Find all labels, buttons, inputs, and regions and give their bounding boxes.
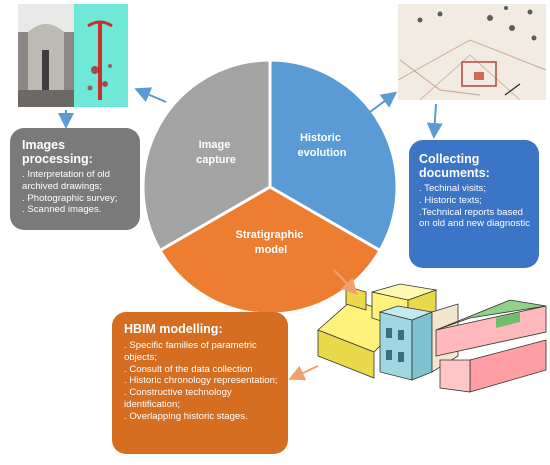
images-processing-box: Images processing: . Interpretation of o…: [10, 128, 140, 230]
hbim-modelling-box: HBIM modelling: . Specific families of p…: [112, 312, 288, 454]
list-item: . Constructive technology identification…: [124, 387, 232, 410]
images-processing-title: Images processing:: [22, 138, 93, 166]
segment-historic-evolution: [268, 58, 399, 253]
label-historic-evolution: Historic evolution: [298, 132, 347, 159]
list-item: . Scanned images.: [22, 204, 102, 216]
images-processing-list: . Interpretation of old archived drawing…: [22, 169, 132, 216]
list-item: . Consult of the data collection: [124, 363, 253, 375]
label-stratigraphic-model: Stratigraphic model: [236, 229, 307, 256]
hbim-modelling-title: HBIM modelling:: [124, 322, 223, 336]
list-item: .Technical reports based on old and new …: [419, 206, 530, 230]
list-item: . Interpretation of old archived drawing…: [22, 169, 110, 192]
photo-historic-map: [397, 4, 547, 101]
arrow-pie-to-photo-left: [134, 87, 167, 103]
list-item: . Historic texts;: [419, 194, 482, 206]
collecting-documents-title: Collecting documents:: [419, 152, 490, 180]
cycle-pie: Image capture Historic evolution Stratig…: [141, 58, 399, 316]
arrow-map-to-docs-box: [426, 103, 443, 139]
model-3d-hbim: [317, 283, 547, 393]
label-image-capture: Image capture: [196, 139, 236, 166]
arrow-pie-to-map: [369, 91, 398, 113]
list-item: . Overlapping historic stages.: [124, 410, 248, 422]
list-item: . Techinal visits;: [419, 183, 487, 194]
arrow-pie-to-model: [333, 269, 358, 295]
photo-image-capture: [18, 4, 128, 107]
list-item: . Specific families of parametric object…: [124, 340, 257, 363]
hbim-modelling-list: . Specific families of parametric object…: [124, 340, 280, 423]
list-item: . Photographic survey;: [22, 192, 118, 204]
collecting-documents-list: . Techinal visits; . Historic texts; .Te…: [419, 183, 531, 230]
collecting-documents-box: Collecting documents: . Techinal visits;…: [409, 140, 539, 268]
segment-image-capture: [141, 58, 272, 253]
arrow-model-to-hbim-box: [288, 365, 319, 381]
list-item: . Historic chronology representation;: [124, 375, 278, 387]
